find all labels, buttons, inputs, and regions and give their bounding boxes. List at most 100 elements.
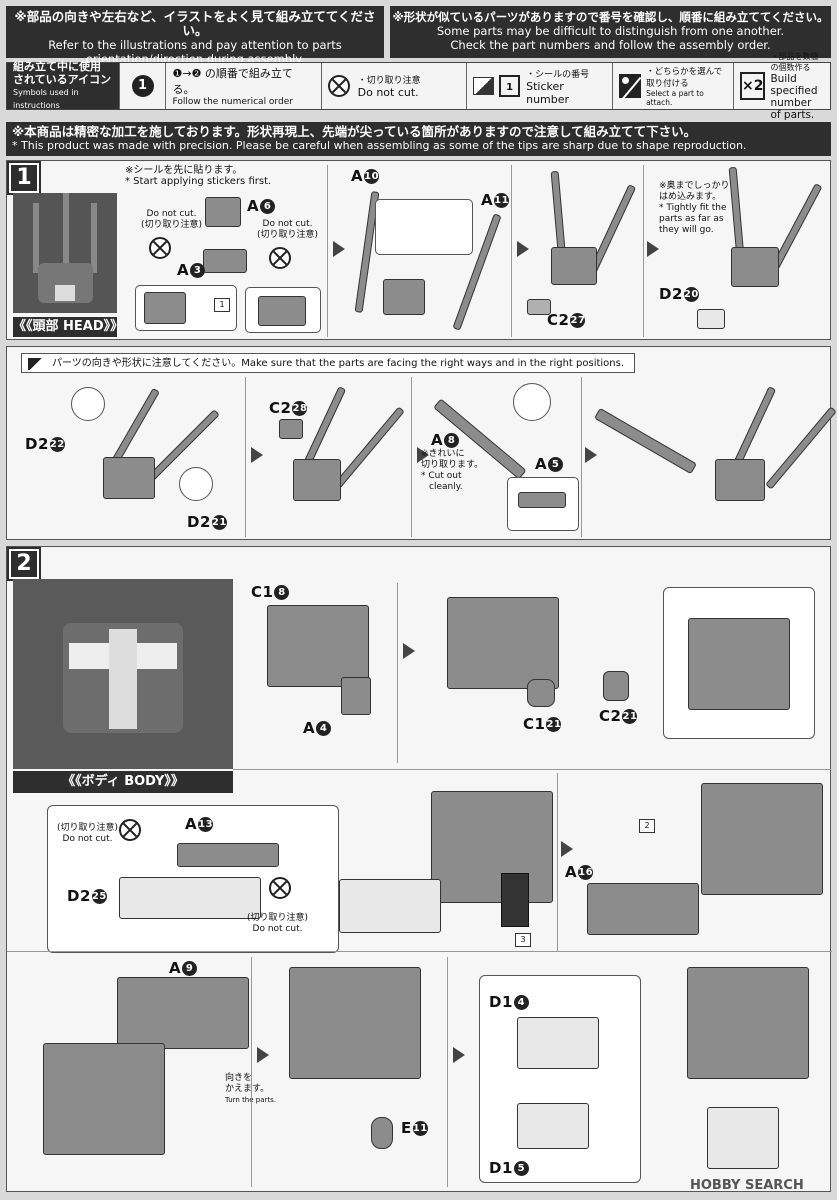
no-cut-icon <box>269 247 291 269</box>
hip-assembly <box>707 1107 779 1169</box>
order-number-icon: 1 <box>131 75 154 97</box>
part-d14 <box>517 1017 599 1069</box>
label-e11: E11 <box>401 1119 428 1137</box>
part-c28 <box>279 419 303 439</box>
part-a16 <box>587 883 699 935</box>
part-d20 <box>697 309 725 329</box>
next-arrow-icon <box>517 241 529 257</box>
detail-circle <box>179 467 213 501</box>
label-c221: C221 <box>599 707 638 725</box>
head-caption: 《《頭部 HEAD》》 <box>13 317 123 337</box>
no-cut-icon <box>269 877 291 899</box>
part-c221 <box>603 671 629 701</box>
head-assembly <box>293 459 341 501</box>
antenna-detail-box <box>375 199 473 255</box>
order-legend: ❶→❷ の順番で組み立てる。 Follow the numerical orde… <box>166 63 322 109</box>
no-cut-icon <box>149 237 171 259</box>
sticker-detail-box: 1 <box>135 285 237 331</box>
no-cut-icon <box>327 75 350 97</box>
head-assembly <box>383 279 425 315</box>
sticker-number-1: 1 <box>214 298 230 312</box>
next-arrow-icon <box>257 1047 269 1063</box>
body-assembly <box>701 783 823 895</box>
assembly-note-similar-parts: ※形状が似ているパーツがありますので番号を確認し、順番に組み立ててください。 S… <box>390 6 831 58</box>
sticker-legend: 1 ・シールの番号 Sticker number <box>467 63 613 109</box>
next-arrow-icon <box>561 841 573 857</box>
body-photo <box>13 579 233 769</box>
detail-circle <box>513 383 551 421</box>
next-arrow-icon <box>333 241 345 257</box>
head-photo <box>13 193 117 313</box>
step1-head-panel-continued: パーツの向きや形状に注意してください。Make sure that the pa… <box>6 346 837 540</box>
body-assembly <box>43 1043 165 1155</box>
sticker-number-2: 2 <box>639 819 655 833</box>
part-d15 <box>517 1103 589 1149</box>
body-assembly <box>447 597 559 689</box>
part-c121 <box>527 679 555 707</box>
label-d20: D220 <box>659 285 699 303</box>
label-a10: A10 <box>351 167 380 185</box>
detail-circle <box>71 387 105 421</box>
orientation-warning: パーツの向きや形状に注意してください。Make sure that the pa… <box>21 353 635 373</box>
select-part-icon <box>618 74 642 102</box>
chest-vent-assembly <box>339 879 441 933</box>
select-part-legend: ・どちらかを選んで 取り付ける Select a part to attach. <box>613 63 734 109</box>
next-arrow-icon <box>403 643 415 659</box>
part-a6 <box>205 197 241 227</box>
order-icon-cell: 1 <box>120 63 167 109</box>
part-c27 <box>527 299 551 315</box>
order-sequence-icon: ❶→❷ <box>172 67 202 80</box>
caution-icon <box>28 358 44 370</box>
label-d21: D221 <box>187 513 227 531</box>
watermark: HOBBY SEARCH <box>690 1178 804 1193</box>
step-number: 1 <box>7 161 41 195</box>
precision-warning: ※本商品は精密な加工を施しております。形状再現上、先端が尖っている箇所があります… <box>6 122 831 156</box>
next-arrow-icon <box>453 1047 465 1063</box>
label-a13: A13 <box>185 815 214 833</box>
step-number: 2 <box>7 547 41 581</box>
symbol-legend-title: 組み立て中に使用 されているアイコン Symbols used in instr… <box>7 60 120 110</box>
multi-build-legend: ×2 ・部品を数値の個数作る Build specified number of… <box>739 52 819 121</box>
symbol-legend: 組み立て中に使用 されているアイコン Symbols used in instr… <box>6 52 831 121</box>
next-arrow-icon <box>647 241 659 257</box>
body-assembly <box>431 791 553 903</box>
assembly-note-orientation: ※部品の向きや左右など、イラストをよく見て組み立ててください。 Refer to… <box>6 6 384 66</box>
label-d25: D225 <box>67 887 107 905</box>
completed-head <box>715 459 765 501</box>
body-caption: 《《ボディ BODY》》 <box>13 771 233 793</box>
sticker-number-3: 3 <box>515 933 531 947</box>
label-c27: C227 <box>547 311 586 329</box>
label-d22: D222 <box>25 435 65 453</box>
part-a4 <box>341 677 371 715</box>
cut-detail-box <box>507 477 579 531</box>
no-cut-icon <box>119 819 141 841</box>
part-e11 <box>371 1117 393 1149</box>
head-assembly <box>103 457 155 499</box>
label-c121: C121 <box>523 715 562 733</box>
part-a9 <box>117 977 249 1049</box>
step1-head-panel: 1 《《頭部 HEAD》》 ※シールを先に貼ります。 * Start apply… <box>6 160 831 340</box>
part-c18-body <box>267 605 369 687</box>
next-arrow-icon <box>585 447 597 463</box>
sticker-icon <box>473 77 495 95</box>
next-arrow-icon <box>417 447 429 463</box>
body-assembly-rear <box>289 967 421 1079</box>
label-a16: A16 <box>565 863 594 881</box>
part-a3 <box>203 249 247 273</box>
sticker-number-box: 1 <box>499 75 521 97</box>
sticker-3-preview <box>501 873 529 927</box>
multiply-two-icon: ×2 <box>739 72 766 100</box>
part-a13 <box>177 843 279 867</box>
part-d25 <box>119 877 261 919</box>
label-a11: A11 <box>481 191 510 209</box>
body-assembly <box>687 967 809 1079</box>
head-assembly <box>551 247 597 285</box>
